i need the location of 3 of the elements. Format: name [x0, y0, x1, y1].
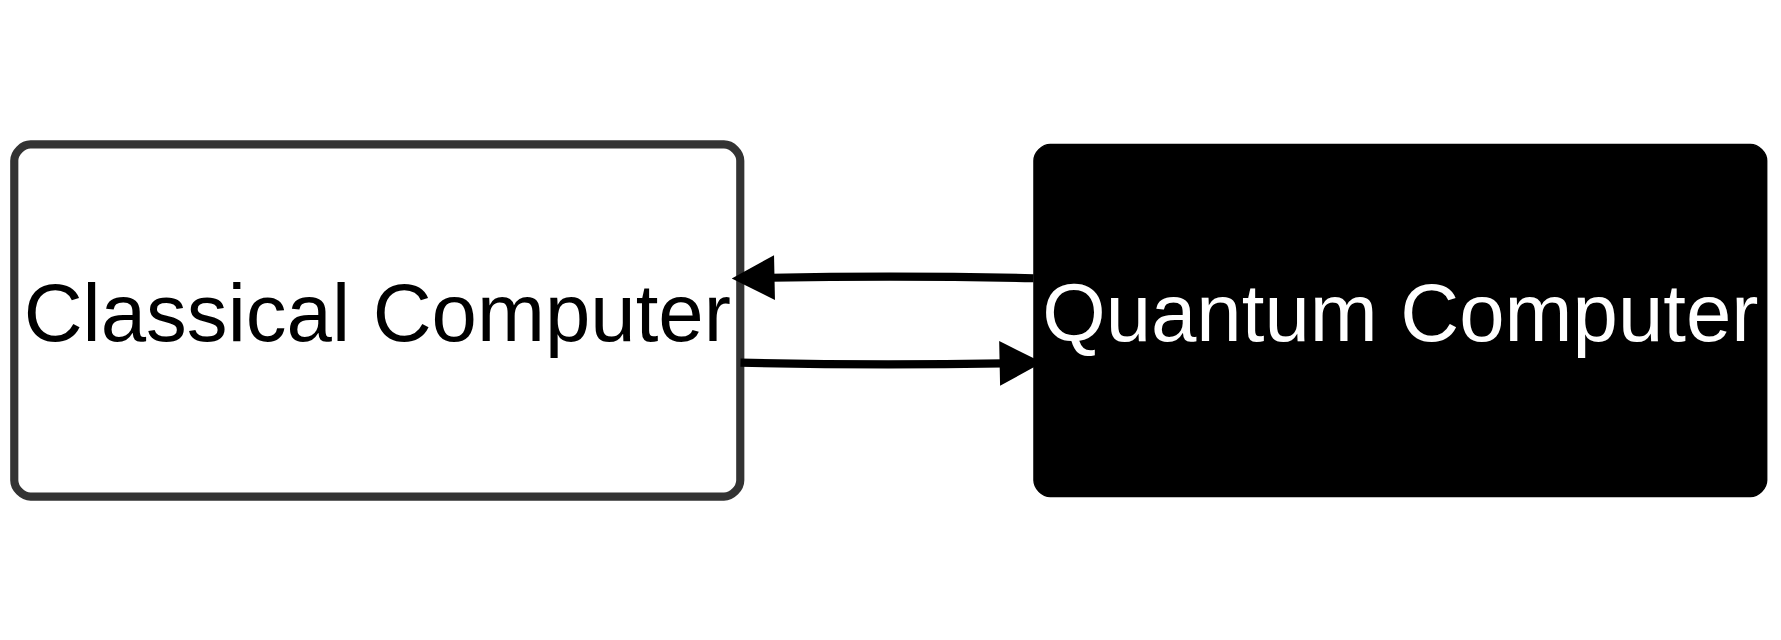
arrow	[731, 254, 1034, 300]
node-box: Classical Computer	[10, 139, 745, 501]
node-box: Quantum Computer	[1033, 143, 1768, 497]
